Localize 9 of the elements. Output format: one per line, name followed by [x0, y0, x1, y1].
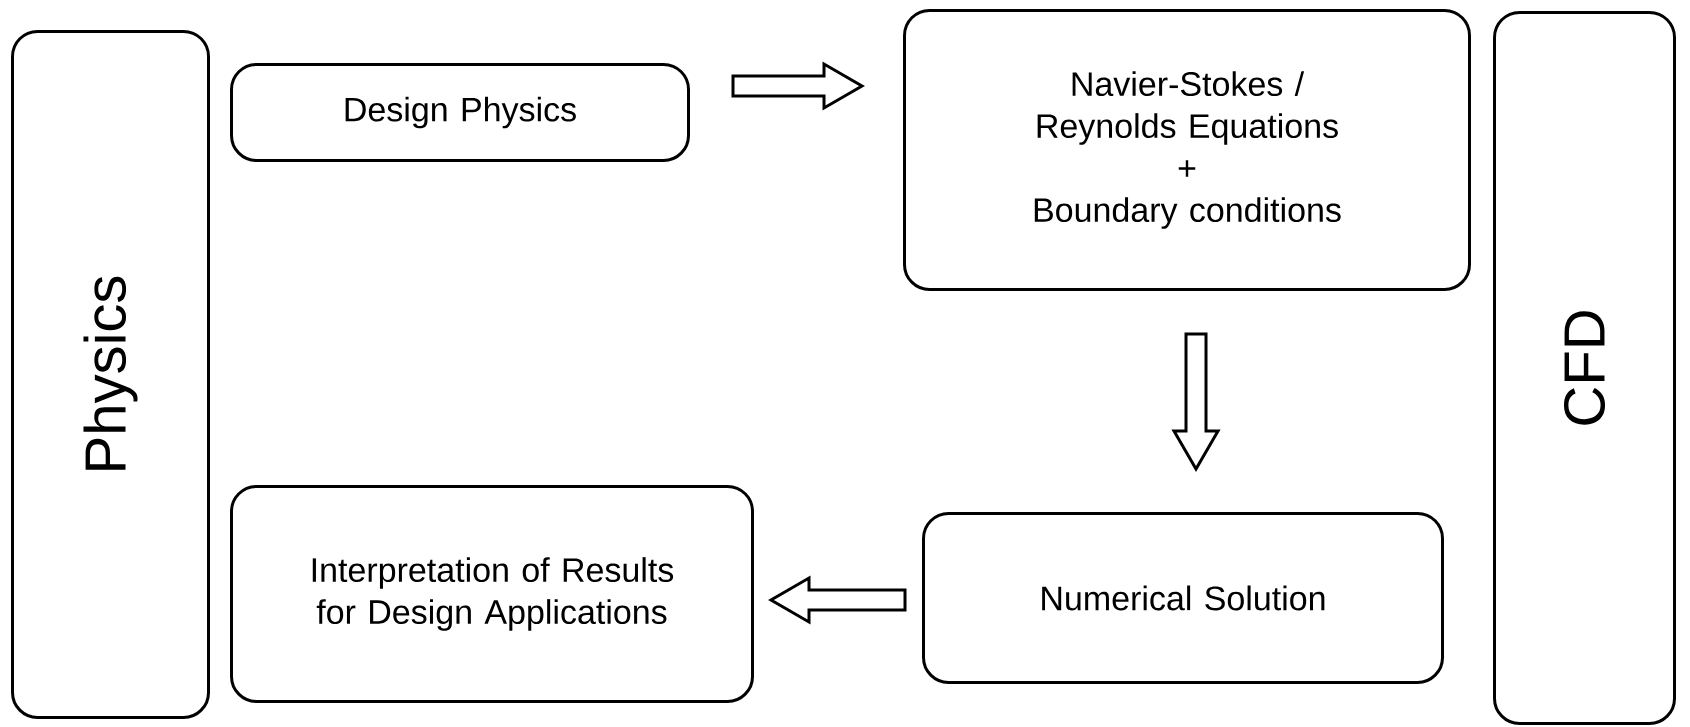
- process-box: Numerical Solution: [922, 512, 1444, 684]
- process-box: Design Physics: [230, 63, 690, 162]
- block-arrow: [1171, 332, 1221, 472]
- process-box: Physics: [11, 30, 210, 719]
- process-box: CFD: [1493, 11, 1676, 725]
- process-box: Navier-Stokes / Reynolds Equations + Boundary conditions: [903, 9, 1471, 291]
- block-arrow: [731, 61, 865, 111]
- process-box: Interpretation of Results for Design Applications: [230, 485, 754, 703]
- block-arrow: [768, 575, 907, 625]
